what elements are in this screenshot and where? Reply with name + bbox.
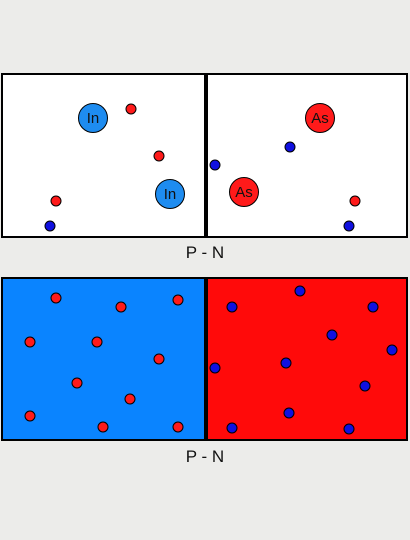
hole (50, 195, 62, 207)
electron (284, 141, 296, 153)
electron (294, 285, 306, 297)
junction-line (204, 75, 208, 236)
hole (172, 294, 184, 306)
hole (153, 353, 165, 365)
p-region (3, 279, 204, 439)
arsenic-atom: As (229, 177, 259, 207)
junction-caption: P - N (185, 243, 225, 262)
electron (44, 220, 56, 232)
hole (125, 103, 137, 115)
electron (226, 422, 238, 434)
p-region (3, 75, 204, 236)
hole (124, 393, 136, 405)
electron (209, 362, 221, 374)
doped-state-panel (1, 277, 408, 441)
electron (343, 220, 355, 232)
hole (153, 150, 165, 162)
electron (386, 344, 398, 356)
electron (326, 329, 338, 341)
n-region (208, 75, 406, 236)
indium-atom: In (78, 103, 108, 133)
electron (226, 301, 238, 313)
junction-caption: P - N (185, 447, 225, 466)
electron (359, 380, 371, 392)
indium-atom: In (155, 179, 185, 209)
hole (349, 195, 361, 207)
hole (24, 336, 36, 348)
junction-line (204, 279, 208, 439)
hole (91, 336, 103, 348)
hole (24, 410, 36, 422)
electron (367, 301, 379, 313)
hole (115, 301, 127, 313)
hole (172, 421, 184, 433)
hole (71, 377, 83, 389)
electron (343, 423, 355, 435)
electron (209, 159, 221, 171)
hole (50, 292, 62, 304)
hole (97, 421, 109, 433)
initial-state-panel: In In As As (1, 73, 408, 238)
electron (283, 407, 295, 419)
electron (280, 357, 292, 369)
arsenic-atom: As (305, 103, 335, 133)
